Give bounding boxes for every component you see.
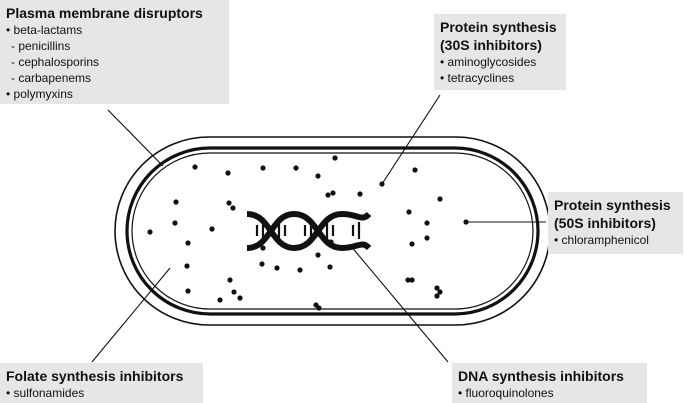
dna-helix-icon <box>246 210 372 252</box>
ribosome-dot <box>327 264 333 270</box>
protein50s-item-chloramphenicol: • chloramphenicol <box>554 233 649 247</box>
ribosome-dot <box>315 252 321 258</box>
ribosome-dot <box>293 165 299 171</box>
ribosome-dot <box>325 192 331 198</box>
label-plasma-membrane-disruptors: Plasma membrane disruptors • beta-lactam… <box>0 0 229 104</box>
leader-lines <box>91 94 546 363</box>
ribosome-dot <box>259 261 265 267</box>
ribosome-dot <box>173 199 179 205</box>
dna-item-fluoroquinolones: • fluoroquinolones <box>458 386 554 400</box>
ribosome-dot <box>409 241 415 247</box>
membrane-title: Plasma membrane disruptors <box>6 5 203 21</box>
ribosome-dot <box>297 267 303 273</box>
ribosome-dot <box>406 209 412 215</box>
ribosome-dots <box>147 155 469 311</box>
ribosome-dot <box>225 170 231 176</box>
ribosome-dot <box>409 277 415 283</box>
cell-inner-membrane <box>131 152 534 310</box>
ribosome-dot <box>226 200 232 206</box>
protein30s-title-line1: Protein synthesis <box>440 19 557 35</box>
ribosome-dot <box>316 305 322 311</box>
protein30s-item-aminoglycosides: • aminoglycosides <box>440 55 537 69</box>
ribosome-dot <box>437 196 443 202</box>
cell-membrane <box>125 146 540 316</box>
ribosome-dot <box>185 240 191 246</box>
leader-line-folate <box>91 267 171 363</box>
protein50s-title-line1: Protein synthesis <box>554 197 671 213</box>
folate-title: Folate synthesis inhibitors <box>6 368 184 384</box>
ribosome-dot <box>424 235 430 241</box>
leader-line-dna <box>349 244 449 363</box>
ribosome-dot <box>209 226 215 232</box>
label-dna-synthesis-inhibitors: DNA synthesis inhibitors • fluoroquinolo… <box>452 363 647 403</box>
ribosome-dot <box>231 289 237 295</box>
ribosome-dot <box>437 289 443 295</box>
label-protein-synthesis-30s: Protein synthesis (30S inhibitors) • ami… <box>434 14 566 90</box>
ribosome-dot <box>424 220 430 226</box>
protein30s-title-line2: (30S inhibitors) <box>440 37 542 53</box>
dna-title: DNA synthesis inhibitors <box>458 368 624 384</box>
protein30s-item-tetracyclines: • tetracyclines <box>440 71 515 85</box>
ribosome-dot <box>357 191 363 197</box>
ribosome-dot <box>434 285 440 291</box>
protein50s-title-line2: (50S inhibitors) <box>554 215 656 231</box>
ribosome-dot <box>260 165 266 171</box>
ribosome-dot <box>332 155 338 161</box>
ribosome-dot <box>217 297 223 303</box>
ribosome-dot <box>330 190 336 196</box>
label-folate-synthesis-inhibitors: Folate synthesis inhibitors • sulfonamid… <box>0 363 203 403</box>
membrane-item-polymyxins: • polymyxins <box>6 87 73 101</box>
ribosome-dot <box>172 220 178 226</box>
membrane-item-carbapenems: - carbapenems <box>11 71 92 85</box>
ribosome-dot <box>192 164 198 170</box>
leader-line-protein-30s <box>381 94 441 185</box>
ribosome-dot <box>184 263 190 269</box>
ribosome-dot <box>405 277 411 283</box>
folate-item-sulfonamides: • sulfonamides <box>6 386 85 400</box>
ribosome-dot <box>230 205 236 211</box>
ribosome-dot <box>434 293 440 299</box>
membrane-item-penicillins: - penicillins <box>11 39 71 53</box>
ribosome-dot <box>185 288 191 294</box>
ribosome-dot <box>237 295 243 301</box>
ribosome-dot <box>412 167 418 173</box>
membrane-item-beta-lactams: • beta-lactams <box>6 23 83 37</box>
ribosome-dot <box>227 277 233 283</box>
ribosome-dot <box>315 173 321 179</box>
membrane-item-cephalosporins: - cephalosporins <box>11 55 100 69</box>
ribosome-dot <box>274 265 280 271</box>
ribosome-dot <box>147 229 153 235</box>
label-protein-synthesis-50s: Protein synthesis (50S inhibitors) • chl… <box>548 192 683 254</box>
leader-line-membrane <box>107 109 164 167</box>
ribosome-dot <box>260 245 266 251</box>
